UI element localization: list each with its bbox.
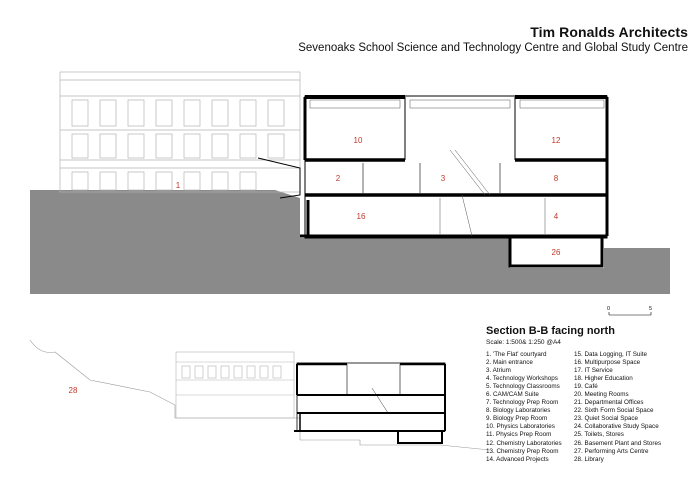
legend-item: 16. Multipurpose Space: [574, 359, 641, 367]
scale-bar-start: 0: [607, 306, 611, 312]
small-section: [29, 339, 491, 451]
legend-item: 26. Basement Plant and Stores: [574, 439, 662, 447]
existing-building: [59, 71, 301, 193]
legend-item: 11. Physics Prep Room: [486, 431, 552, 439]
room-label-26: 26: [552, 248, 561, 257]
scale-bar: [608, 312, 652, 316]
legend-item: 21. Departmental Offices: [574, 399, 644, 407]
legend-item: 10. Physics Laboratories: [486, 423, 555, 431]
firm-name: Tim Ronalds Architects: [530, 24, 688, 40]
legend-item: 22. Sixth Form Social Space: [574, 407, 654, 415]
legend-item: 1. 'The Flat' courtyard: [486, 351, 547, 358]
room-label-12: 12: [552, 136, 561, 145]
legend-item: 9. Biology Prep Room: [486, 415, 548, 423]
legend-item: 7. Technology Prep Room: [486, 399, 559, 407]
legend-item: 28. Library: [574, 455, 604, 463]
legend-item: 19. Café: [574, 383, 598, 391]
legend-item: 27. Performing Arts Centre: [574, 447, 649, 455]
new-building: [257, 95, 609, 268]
legend-item: 15. Data Logging, IT Suite: [574, 351, 648, 358]
room-label-1: 1: [176, 181, 181, 190]
scale-bar-end: 5: [649, 306, 653, 312]
room-label-2: 2: [336, 174, 341, 183]
room-label-28: 28: [69, 386, 78, 395]
legend-item: 12. Chemistry Laboratories: [486, 439, 562, 447]
legend-item: 13. Chemistry Prep Room: [486, 447, 559, 455]
legend-item: 6. CAM/CAM Suite: [486, 391, 539, 399]
legend-column-1: 1. 'The Flat' courtyard 2. Main entrance…: [486, 351, 562, 464]
legend-item: 3. Atrium: [486, 367, 511, 375]
legend-item: 14. Advanced Projects: [486, 455, 549, 463]
legend-item: 24. Collaborative Study Space: [574, 423, 659, 431]
scale-note: Scale: 1:500& 1:250 @A4: [486, 339, 561, 346]
legend-item: 8. Biology Laboratories: [486, 407, 551, 415]
legend-item: 5. Technology Classrooms: [486, 383, 560, 391]
room-label-16: 16: [357, 212, 366, 221]
legend-item: 23. Quiet Social Space: [574, 415, 639, 423]
room-label-8: 8: [554, 174, 559, 183]
room-label-4: 4: [554, 212, 559, 221]
legend-item: 18. Higher Education: [574, 375, 633, 383]
project-title: Sevenoaks School Science and Technology …: [298, 42, 688, 54]
legend-column-2: 15. Data Logging, IT Suite 16. Multipurp…: [574, 351, 661, 464]
legend-item: 25. Toilets, Stores: [574, 431, 624, 439]
room-label-3: 3: [441, 174, 446, 183]
legend-item: 4. Technology Workshops: [486, 375, 558, 383]
legend-item: 2. Main entrance: [486, 359, 533, 367]
legend-item: 20. Meeting Rooms: [574, 391, 629, 399]
section-title: Section B-B facing north: [486, 325, 615, 337]
legend-item: 17. IT Service: [574, 367, 613, 375]
ground-mass: [30, 190, 670, 294]
room-label-10: 10: [354, 136, 363, 145]
